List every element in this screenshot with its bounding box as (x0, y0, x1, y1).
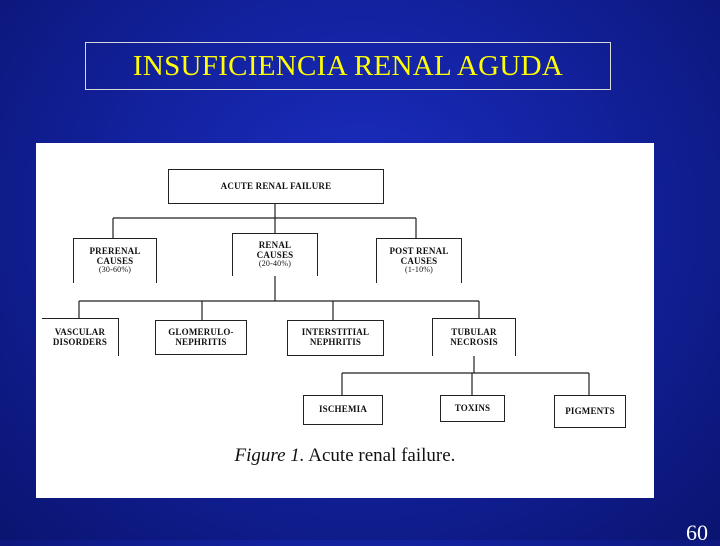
slide-title: INSUFICIENCIA RENAL AGUDA (132, 49, 564, 82)
title-box: INSUFICIENCIA RENAL AGUDA (85, 42, 611, 90)
node-prerenal-line2: CAUSES (96, 255, 134, 266)
node-tubular-necrosis: TUBULAR NECROSIS (432, 318, 516, 356)
node-ischemia-label: ISCHEMIA (318, 404, 368, 415)
figure-caption-text: Acute renal failure. (308, 445, 456, 466)
node-prerenal-causes: PRERENAL CAUSES (30-60%) (73, 238, 157, 283)
node-ischemia: ISCHEMIA (303, 395, 383, 425)
node-vascular-line2: DISORDERS (52, 336, 108, 347)
node-pigments-label: PIGMENTS (565, 405, 615, 416)
node-glomerulo-line2: NEPHRITIS (175, 336, 227, 347)
node-toxins-label: TOXINS (454, 402, 491, 413)
node-glomerulo-line1: GLOMERULO- (168, 326, 234, 337)
node-vascular-line1: VASCULAR (54, 326, 106, 337)
figure-caption-label: Figure 1. (234, 445, 305, 466)
node-renal-causes: RENAL CAUSES (20-40%) (232, 233, 318, 276)
node-post-renal-causes: POST RENAL CAUSES (1-10%) (376, 238, 462, 283)
node-tubular-line1: TUBULAR (451, 326, 497, 337)
node-acute-renal-failure-label: ACUTE RENAL FAILURE (220, 180, 332, 191)
connector-lines (78, 204, 590, 395)
node-postrenal-line1: POST RENAL (389, 245, 449, 256)
node-interstitial-line1: INTERSTITIAL (301, 327, 370, 338)
figure-caption: Figure 1. Acute renal failure. (36, 445, 654, 467)
node-pigments: PIGMENTS (554, 395, 626, 428)
node-renal-percent: (20-40%) (258, 259, 292, 269)
node-toxins: TOXINS (440, 395, 505, 422)
node-prerenal-percent: (30-60%) (98, 265, 132, 275)
node-postrenal-line2: CAUSES (400, 255, 438, 266)
node-prerenal-line1: PRERENAL (89, 245, 141, 256)
node-renal-line1: RENAL (258, 239, 292, 250)
node-vascular-disorders: VASCULAR DISORDERS (42, 318, 119, 356)
node-acute-renal-failure: ACUTE RENAL FAILURE (168, 169, 384, 204)
node-renal-line2: CAUSES (256, 249, 294, 260)
node-glomerulonephritis: GLOMERULO- NEPHRITIS (155, 320, 247, 355)
node-postrenal-percent: (1-10%) (404, 265, 434, 275)
figure-panel: ACUTE RENAL FAILURE PRERENAL CAUSES (30-… (36, 143, 654, 498)
node-interstitial-nephritis: INTERSTITIAL NEPHRITIS (287, 320, 384, 356)
node-interstitial-line2: NEPHRITIS (309, 337, 362, 347)
node-tubular-line2: NECROSIS (450, 336, 498, 347)
page-number: 60 (686, 520, 708, 545)
